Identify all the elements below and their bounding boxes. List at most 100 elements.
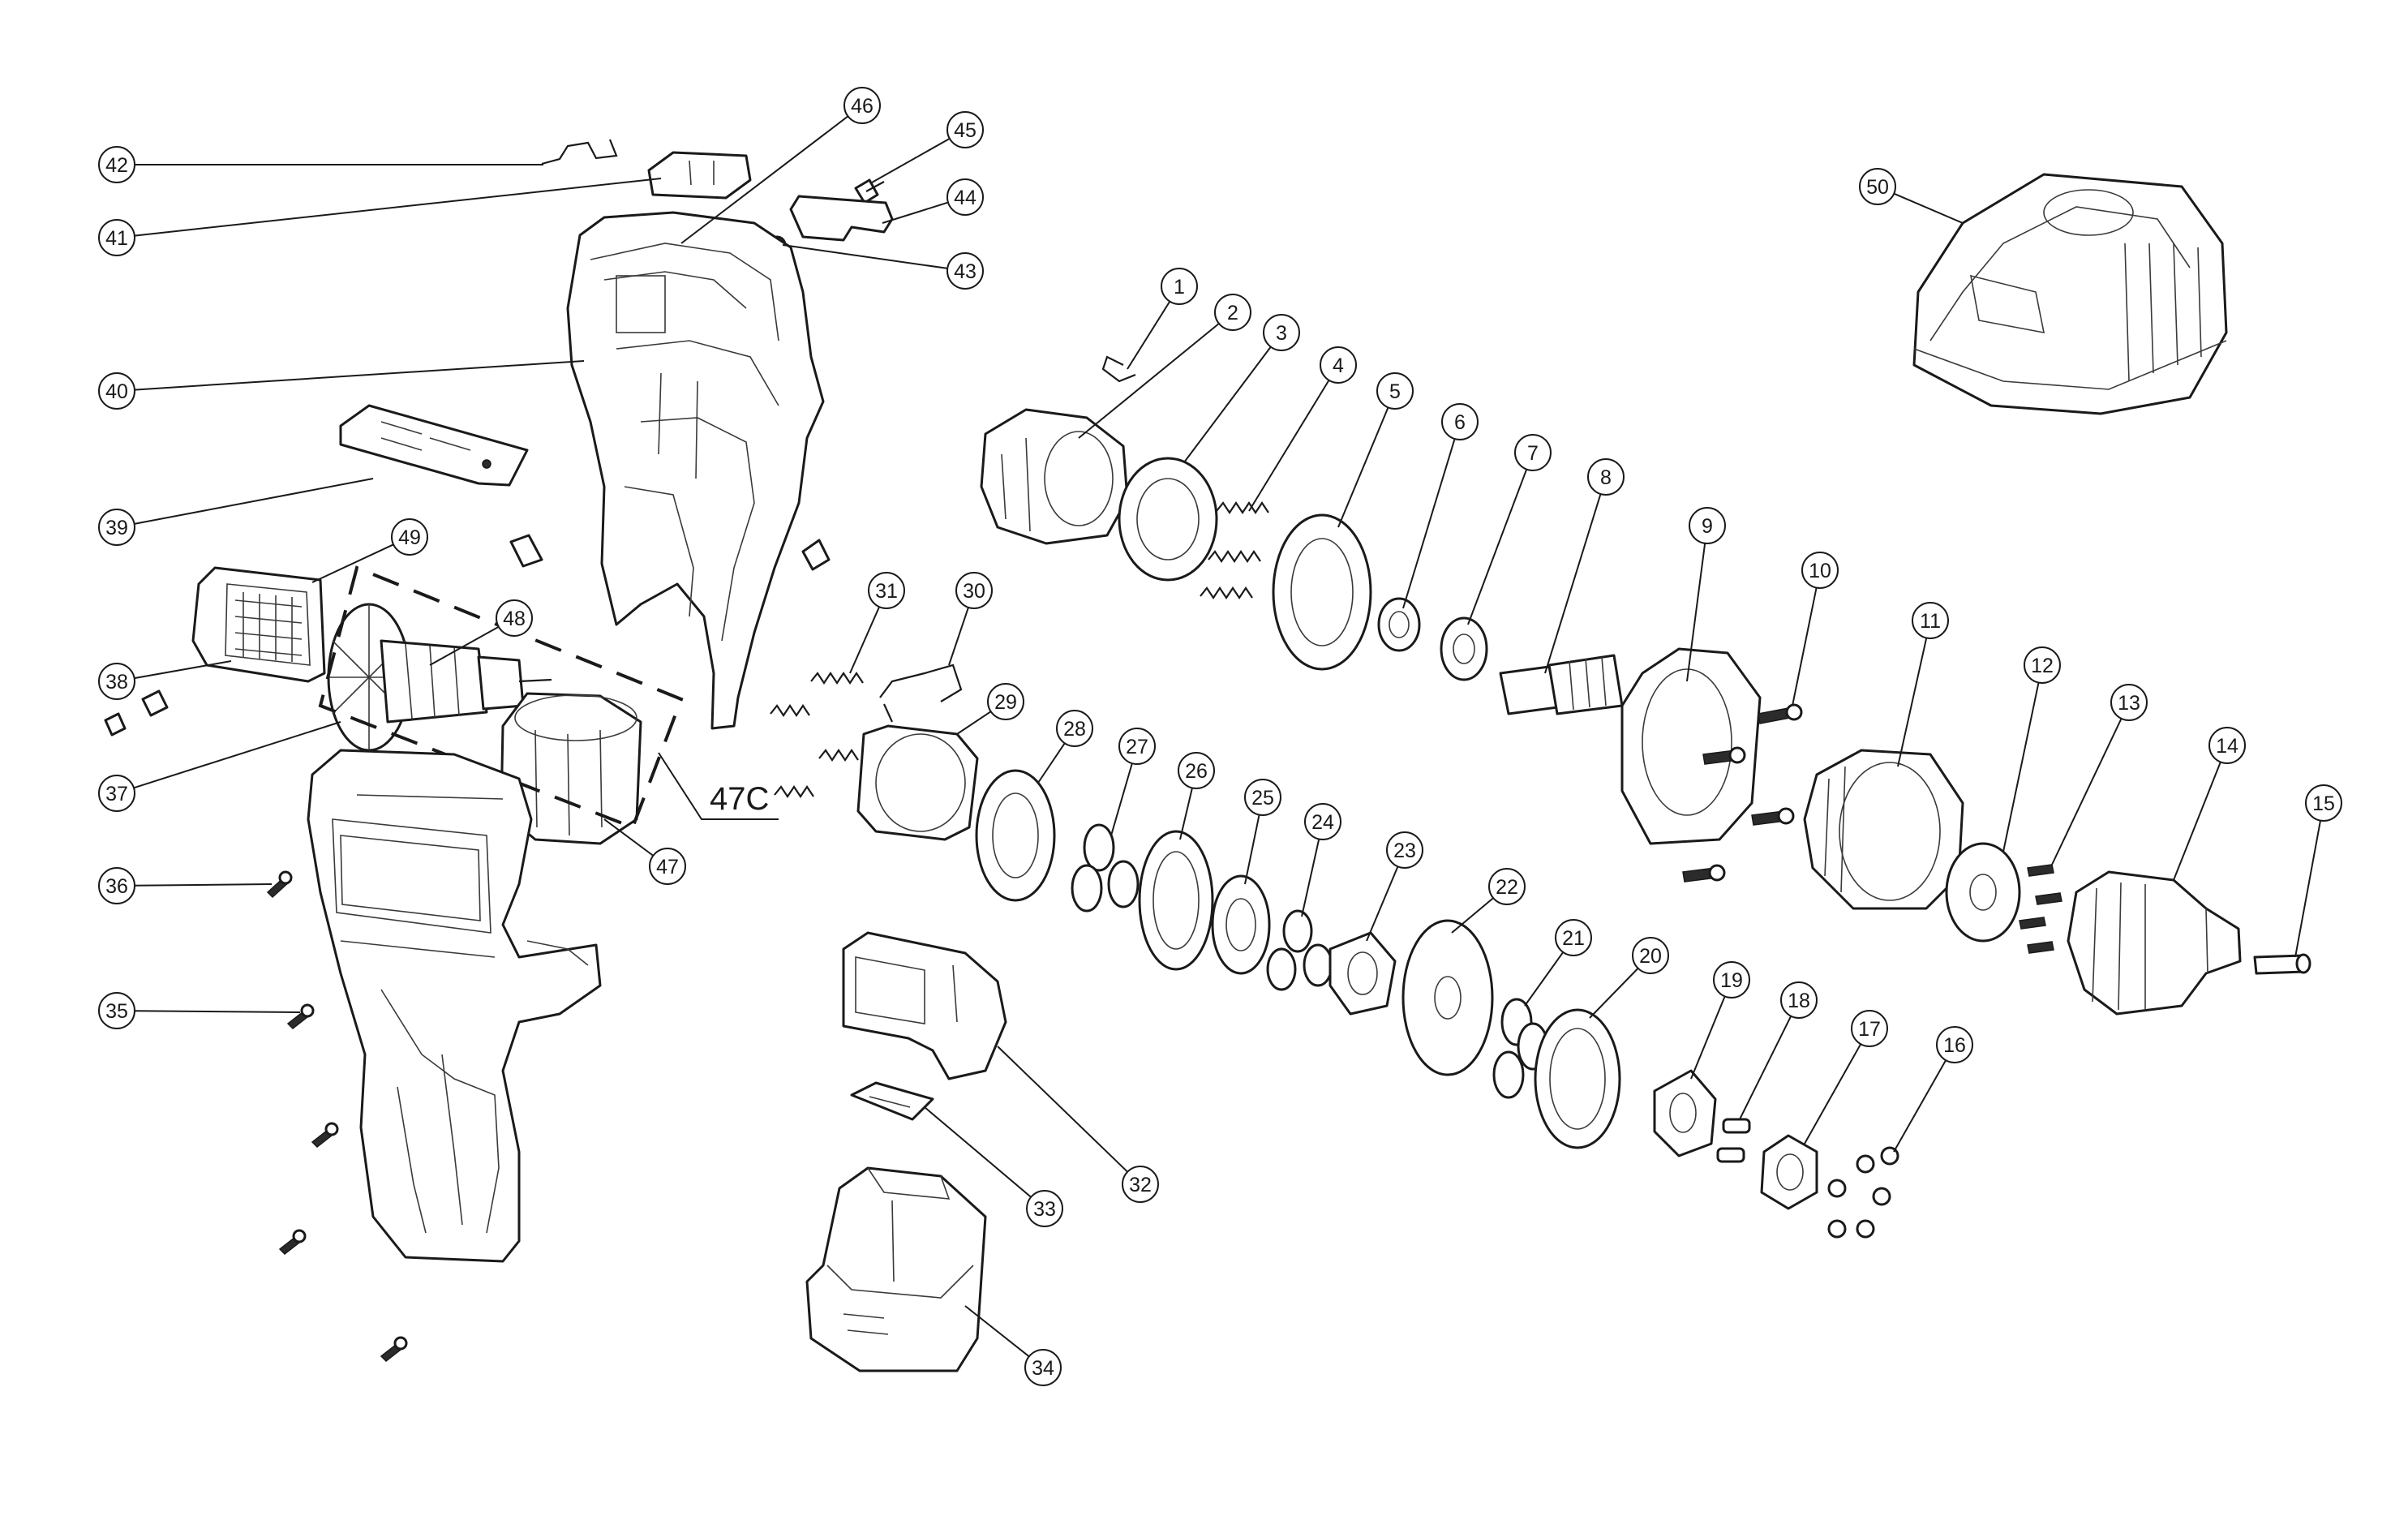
part-14-keyless-chuck [2067,870,2242,1016]
callout-circle-40 [98,372,135,410]
callout-number-5: 5 [1389,380,1401,403]
callout-14: 14 [2208,727,2246,764]
part-41-switch-block [647,151,752,200]
leader-line-50 [1893,192,1964,224]
leader-line-23 [1366,865,1399,942]
leader-line-19 [1690,995,1726,1080]
callout-7: 7 [1514,434,1552,471]
callout-2: 2 [1214,294,1251,331]
callout-1: 1 [1161,268,1198,305]
leader-line-11 [1897,638,1928,767]
part-38-terminal-block [191,566,326,683]
callout-27: 27 [1118,728,1156,765]
callout-circle-7 [1514,434,1552,471]
callout-15: 15 [2305,784,2342,822]
part-led [801,539,831,571]
part-49-connector [509,534,543,568]
callout-circle-21 [1555,919,1592,956]
part-10-screw-a [1758,703,1803,724]
callout-number-23: 23 [1393,840,1416,862]
leader-line-37 [133,721,341,789]
callout-number-47: 47 [656,856,679,878]
leader-line-6 [1402,438,1456,609]
leader-line-34 [964,1305,1030,1358]
callout-17: 17 [1851,1010,1888,1047]
callout-34: 34 [1024,1349,1062,1386]
callout-number-45: 45 [954,119,977,142]
part-31-spring [810,672,864,685]
callout-number-2: 2 [1227,302,1238,324]
part-2-gearbox-housing [980,408,1129,545]
callout-number-39: 39 [105,517,128,539]
part-spring-c [774,785,814,798]
part-26-gear-ring [1138,830,1214,971]
leader-line-21 [1524,951,1565,1007]
callout-circle-41 [98,219,135,256]
callout-circle-12 [2024,646,2061,684]
callout-circle-8 [1587,458,1625,496]
callout-circle-34 [1024,1349,1062,1386]
callout-39: 39 [98,509,135,546]
callout-number-20: 20 [1639,945,1662,968]
callout-circle-44 [946,178,984,216]
part-spring-a [770,704,810,717]
callout-circle-25 [1244,779,1281,816]
callout-number-11: 11 [1920,610,1941,633]
part-27-planet-gears [1071,823,1140,913]
callout-circle-2 [1214,294,1251,331]
callout-13: 13 [2110,684,2148,721]
callout-number-28: 28 [1063,718,1086,741]
part-24-planet-gears [1266,909,1333,991]
leader-line-29 [956,711,992,735]
callout-number-50: 50 [1866,176,1889,199]
part-28-ring-gear [975,769,1056,902]
part-1-clip [1101,355,1136,383]
callout-number-17: 17 [1858,1018,1881,1041]
callout-46: 46 [843,87,881,124]
callout-number-38: 38 [105,671,128,694]
leader-line-26 [1179,788,1193,840]
leader-line-15 [2294,820,2321,958]
callout-24: 24 [1304,803,1341,840]
leader-line-48 [429,625,500,666]
part-33-switch-board [850,1081,934,1121]
callout-circle-23 [1386,831,1423,869]
part-23-planet-carrier [1328,931,1397,1016]
callout-31: 31 [868,572,905,609]
callout-32: 32 [1122,1166,1159,1203]
callout-25: 25 [1244,779,1281,816]
leader-line-49 [311,543,394,583]
callout-30: 30 [955,572,993,609]
callout-circle-43 [946,252,984,290]
callout-circle-42 [98,146,135,183]
leader-line-25 [1244,814,1260,885]
leader-line-1 [1127,301,1171,370]
callout-41: 41 [98,219,135,256]
callout-number-49: 49 [398,526,421,549]
callout-circle-27 [1118,728,1156,765]
callout-circle-46 [843,87,881,124]
callout-number-30: 30 [963,580,985,603]
part-19-output-carrier [1653,1069,1717,1157]
callout-number-16: 16 [1943,1034,1966,1057]
leader-line-27 [1110,762,1133,836]
callout-circle-16 [1936,1026,1973,1063]
part-13-screws [2019,864,2062,954]
subassembly-47c-pointer [658,752,779,820]
part-5-clutch-ring [1272,513,1372,671]
callout-number-33: 33 [1033,1198,1056,1221]
callout-circle-17 [1851,1010,1888,1047]
leader-line-24 [1301,839,1320,917]
callout-number-13: 13 [2118,692,2140,715]
callout-28: 28 [1056,710,1093,747]
part-17-lock-ring [1760,1134,1818,1210]
part-22-washer-plate [1401,919,1494,1076]
part-screw-e [380,1336,408,1362]
part-32-trigger-switch [842,931,1007,1080]
leader-lines [133,115,2321,1358]
callout-23: 23 [1386,831,1423,869]
callout-number-31: 31 [875,580,898,603]
callout-circle-20 [1632,937,1669,974]
callout-37: 37 [98,775,135,812]
